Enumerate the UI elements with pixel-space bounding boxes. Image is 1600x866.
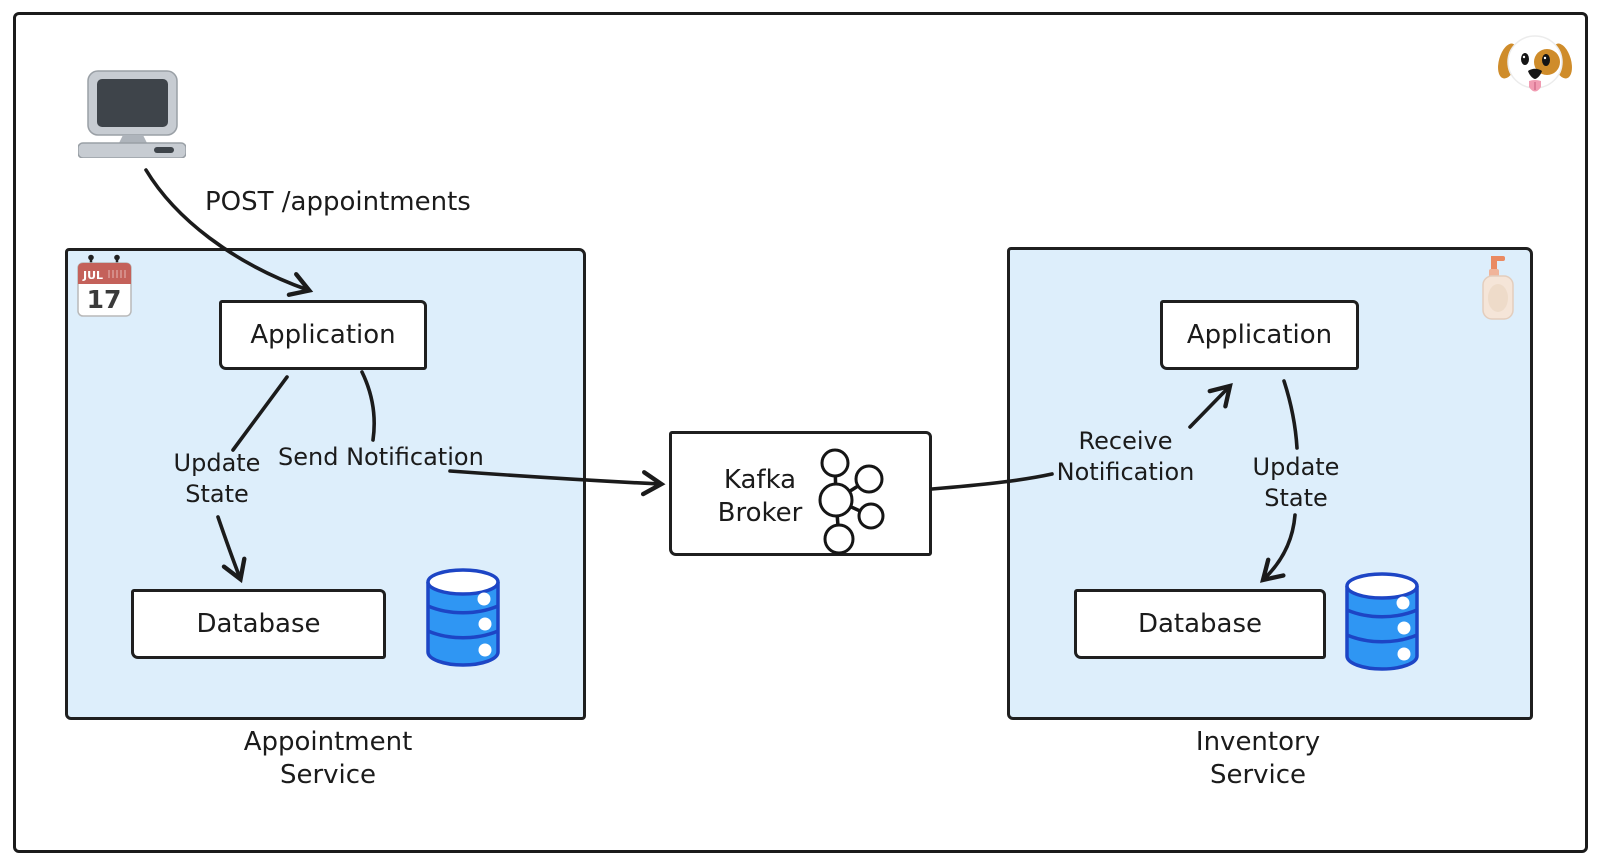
kafka-logo-icon [818, 448, 885, 555]
desktop-computer-icon [78, 70, 186, 158]
update-state-label-right: Update State [1252, 453, 1340, 512]
kafka-broker-box: Kafka Broker [669, 431, 932, 556]
post-appointments-label: POST /appointments [205, 187, 471, 217]
application-box-appointment: Application [219, 300, 427, 370]
lotion-bottle-icon [1482, 256, 1514, 320]
send-notification-label: Send Notification [278, 443, 484, 471]
database-label-inventory: Database [1137, 609, 1263, 639]
database-box-appointment: Database [131, 589, 386, 659]
application-box-inventory: Application [1160, 300, 1359, 370]
calendar-day-text: 17 [87, 285, 122, 314]
database-cylinder-icon-inventory [1345, 572, 1419, 671]
receive-notification-label: Receive Notification [1056, 427, 1195, 486]
kafka-broker-label: Kafka Broker [717, 465, 803, 528]
database-label-appointment: Database [196, 609, 321, 639]
update-state-label-left: Update State [173, 449, 261, 508]
application-label-inventory: Application [1186, 320, 1333, 350]
calendar-month-text: JUL [82, 269, 103, 282]
calendar-icon: JUL 17 [77, 254, 132, 317]
dog-face-icon [1498, 35, 1572, 92]
appointment-service-caption: Appointment Service [243, 727, 413, 790]
inventory-service-caption: Inventory Service [1195, 727, 1321, 790]
database-box-inventory: Database [1074, 589, 1326, 659]
application-label-appointment: Application [250, 320, 396, 350]
database-cylinder-icon-appointment [426, 568, 500, 667]
